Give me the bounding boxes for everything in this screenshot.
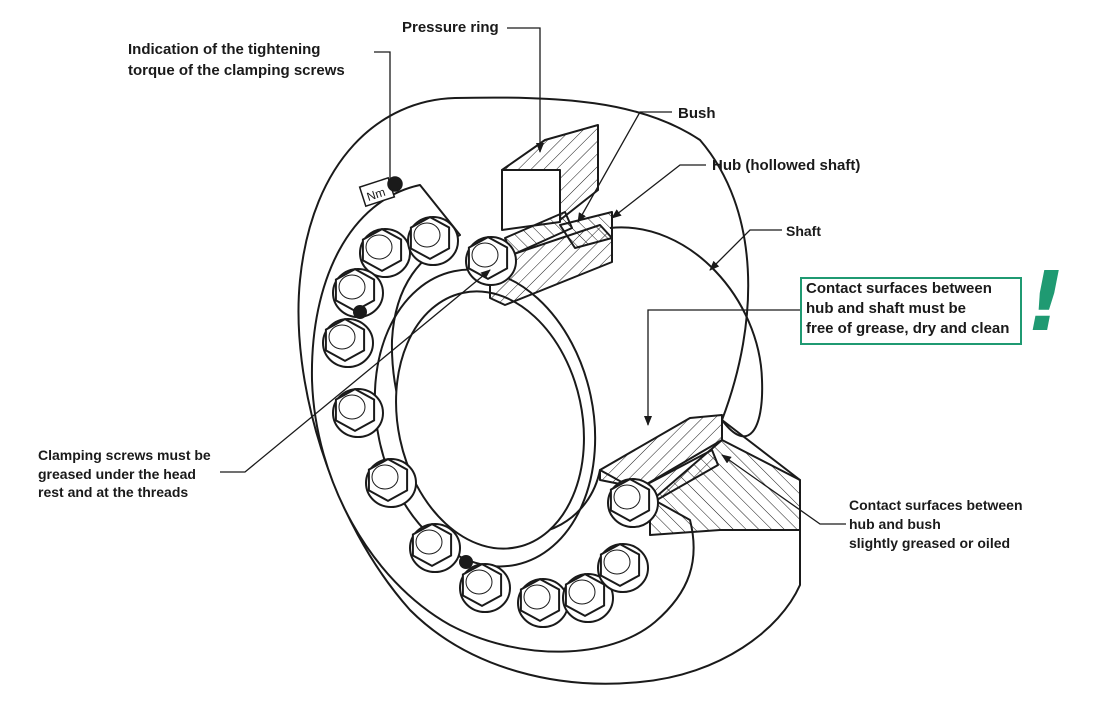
clamping-screw-head <box>517 577 569 628</box>
label-screws-line2: greased under the head <box>38 466 196 482</box>
leader-clamping-screws <box>220 269 491 473</box>
warning-line1: Contact surfaces between <box>806 280 992 297</box>
label-hub-bush-line2: hub and bush <box>849 516 941 532</box>
leader-hub <box>611 164 706 219</box>
clamping-screw-head <box>322 317 374 368</box>
shaft-outer <box>609 226 764 438</box>
label-pressure-ring: Pressure ring <box>402 19 499 36</box>
clamping-screw-head <box>332 387 384 438</box>
label-hub: Hub (hollowed shaft) <box>712 157 861 174</box>
clamping-screw-head <box>607 477 659 528</box>
leader-pressure-ring <box>507 27 544 153</box>
warning-line2: hub and shaft must be <box>806 300 967 317</box>
bush-inner-ring <box>373 268 597 568</box>
pressure-ring-section-bottom <box>649 439 801 536</box>
label-hub-bush-line3: slightly greased or oiled <box>849 535 1011 551</box>
leader-shaft <box>709 229 782 271</box>
hub-section-top <box>559 211 613 249</box>
nm-mark-text: Nm <box>365 185 387 204</box>
label-screws-line1: Clamping screws must be <box>38 447 211 463</box>
exclamation-icon: ! <box>1027 255 1065 350</box>
leader-contact-hub-bush <box>721 454 846 525</box>
leader-torque <box>374 51 391 180</box>
label-bush: Bush <box>678 105 716 122</box>
warning-line3: free of grease, dry and clean <box>806 320 1010 337</box>
label-hub-bush-line1: Contact surfaces between <box>849 497 1023 513</box>
clamping-screw-head <box>332 267 384 318</box>
clamping-screw-head <box>409 522 461 573</box>
clamping-screw-head <box>562 572 614 623</box>
label-torque-line2: torque of the clamping screws <box>128 62 345 79</box>
label-screws-line3: rest and at the threads <box>38 484 189 500</box>
label-torque-line1: Indication of the tightening <box>128 41 321 58</box>
clamping-screw-head <box>407 215 459 266</box>
leader-contact-hub-shaft <box>644 309 800 426</box>
grease-dot <box>459 555 473 569</box>
grease-dot <box>353 305 367 319</box>
torque-indicator-tag <box>358 176 403 208</box>
leader-bush <box>577 111 672 223</box>
clamping-screw-head <box>365 457 417 508</box>
clamping-screw-head <box>359 227 411 278</box>
label-shaft: Shaft <box>786 223 821 239</box>
clamping-screw-head <box>459 562 511 613</box>
warning-box: Contact surfaces between hub and shaft m… <box>800 277 1022 345</box>
clamping-screw-head <box>465 235 517 286</box>
clamping-screw-head <box>597 542 649 593</box>
